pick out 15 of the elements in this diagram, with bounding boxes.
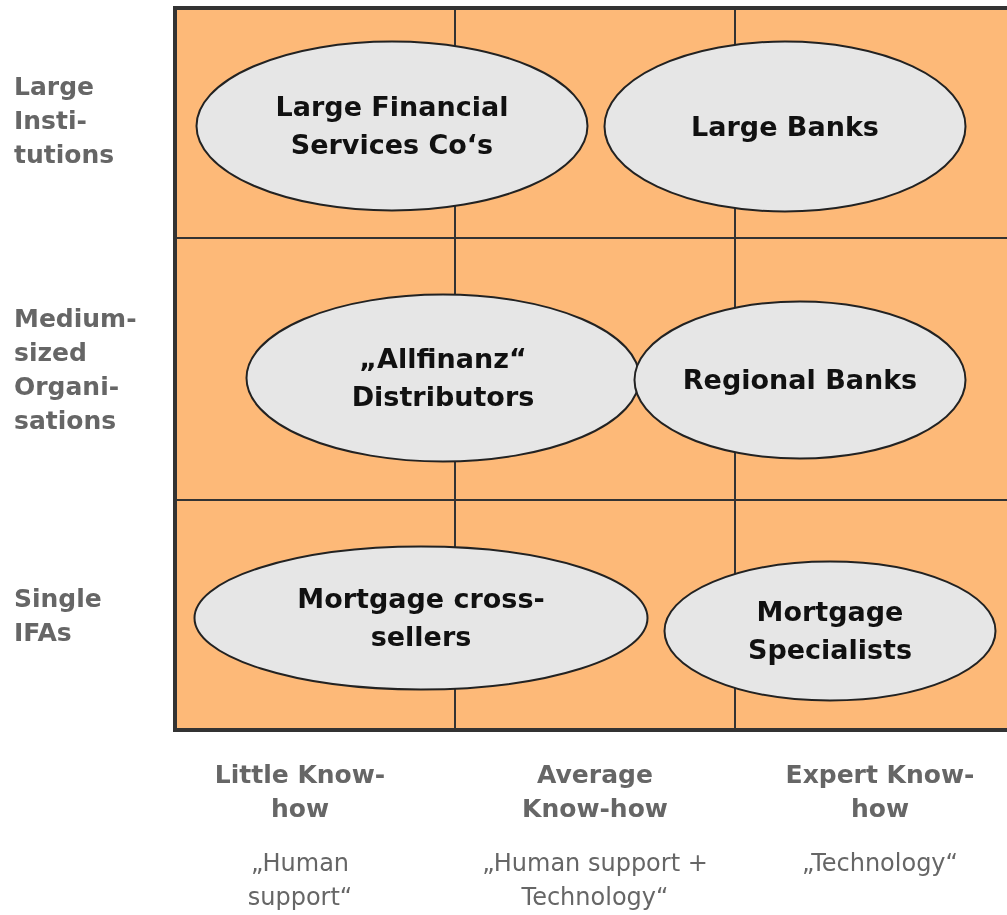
row-label: Large Insti-tutions — [14, 71, 116, 171]
segment-label: Large Financial Services Co‘s — [274, 90, 510, 162]
column-note: „Technology“ — [801, 848, 959, 879]
row-label: Medium-sized Organi-sations — [14, 303, 138, 437]
segment-label: Large Banks — [691, 109, 879, 144]
column-label: Average Know-how — [521, 759, 669, 825]
column-note: „Human support“ — [246, 848, 354, 913]
column-label: Expert Know-how — [784, 759, 976, 825]
row-label: Single IFAs — [14, 583, 103, 649]
segment-label: Mortgage cross-sellers — [296, 582, 546, 654]
column-note: „Human support + Technology“ — [481, 848, 709, 913]
segment-label: Mortgage Specialists — [746, 595, 914, 667]
segment-label: Regional Banks — [682, 363, 918, 397]
segment-label: „Allfinanz“ Distributors — [350, 342, 536, 414]
column-label: Little Know-how — [213, 759, 387, 825]
